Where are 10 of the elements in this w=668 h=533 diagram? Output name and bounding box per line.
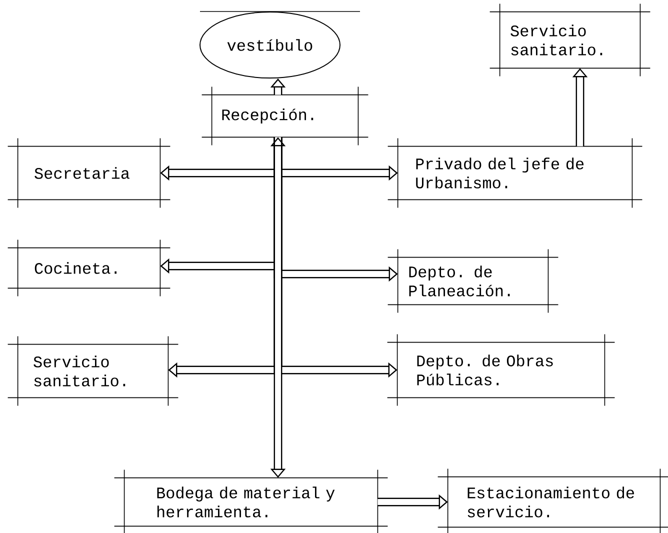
room-box: Cocineta. bbox=[7, 239, 171, 297]
room-box: Recepción. bbox=[201, 86, 369, 146]
room-box: Servicio sanitario. bbox=[489, 3, 651, 77]
room-box: Depto. de Planeación. bbox=[387, 248, 559, 314]
room-box: Servicio sanitario. bbox=[7, 336, 179, 406]
room-box: Estacionamiento de servicio. bbox=[437, 468, 668, 533]
room-box: Secretaria bbox=[7, 138, 171, 208]
room-box: Bodega de material y herramienta. bbox=[114, 469, 388, 533]
room-box: Privado del jefe de Urbanismo. bbox=[387, 138, 643, 208]
room-box: Depto. de Obras Públicas. bbox=[386, 334, 616, 406]
